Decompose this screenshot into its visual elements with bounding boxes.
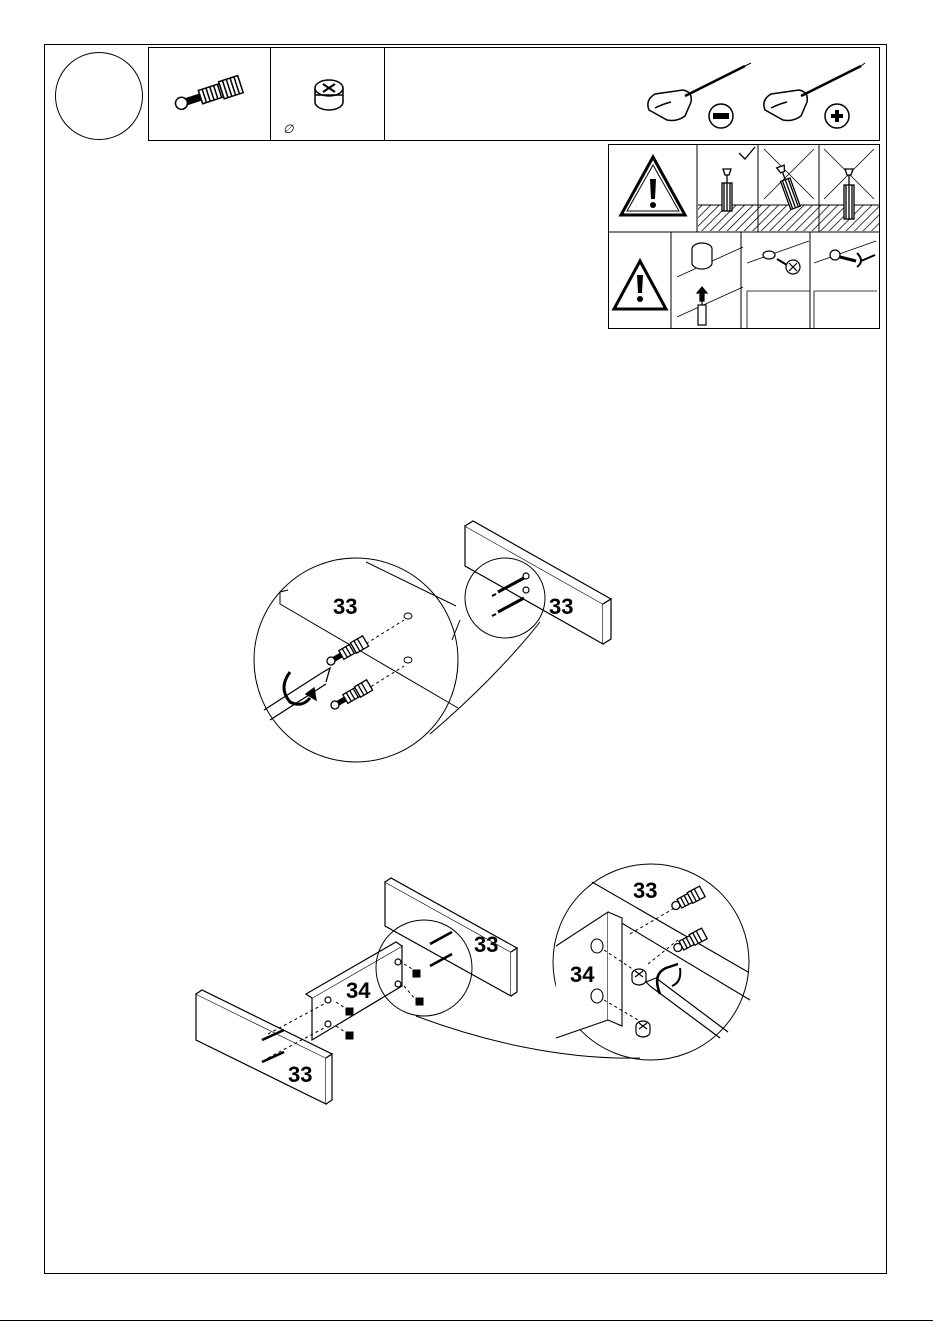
panel-label-33-back: 33 bbox=[474, 932, 498, 957]
panel-label-34: 34 bbox=[346, 978, 371, 1003]
detail-2-screwdriver-icon bbox=[646, 964, 728, 1038]
detail-2-label-33: 33 bbox=[633, 878, 657, 903]
detail-2-cam-bolt-1 bbox=[670, 886, 706, 913]
panel-label-33-front: 33 bbox=[288, 1062, 312, 1087]
detail-2-cam-lock-1 bbox=[632, 969, 646, 985]
detail-2-label-34: 34 bbox=[570, 962, 595, 987]
detail-2-cam-lock-2 bbox=[636, 1021, 650, 1037]
